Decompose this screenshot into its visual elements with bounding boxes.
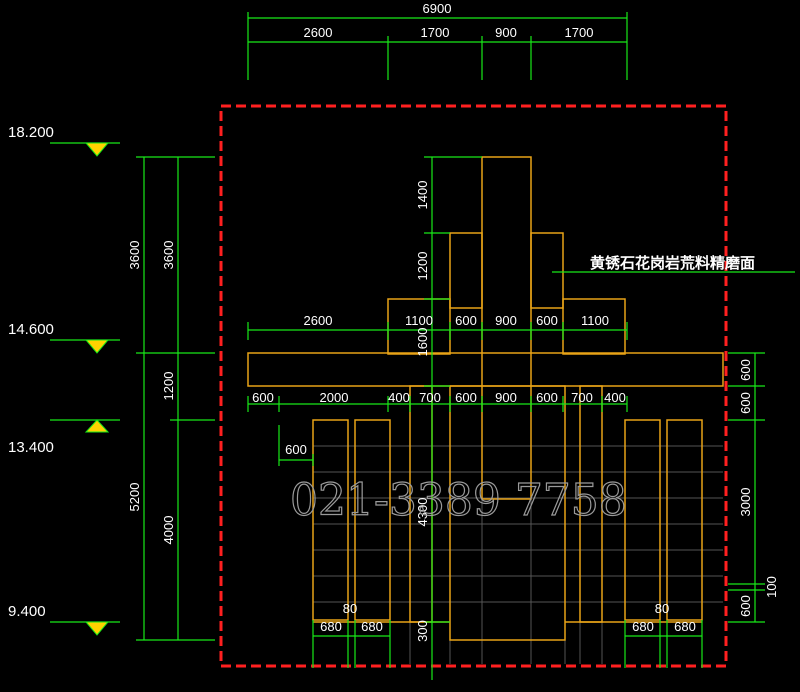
level-label: 18.200 [8, 124, 54, 141]
top-dim: 900 [495, 25, 517, 40]
lower-dim: 2000 [320, 390, 349, 405]
main-beam [247, 352, 724, 387]
upper-dim: 1100 [581, 313, 609, 328]
lower-dim: 600 [252, 390, 274, 405]
level-label: 14.600 [8, 321, 54, 338]
level-marker-2: 14.600 [8, 321, 110, 354]
lower-dim: 600 [536, 390, 558, 405]
red-dashed-frame [219, 104, 728, 668]
level-marker-1: 18.200 [8, 124, 110, 157]
dimension-texts: 6900 2600 1700 900 1700 2600 1100 600 90… [252, 1, 696, 634]
right-dim: 3000 [738, 488, 753, 517]
right-dim: 100 [764, 576, 779, 598]
lower-dim: 400 [604, 390, 626, 405]
top-spire-block [481, 156, 532, 500]
center-dim: 4300 [415, 498, 430, 527]
center-dim: 1400 [415, 181, 430, 210]
right-dim: 600 [738, 595, 753, 617]
upper-step-left [449, 232, 483, 309]
upper-dim: 600 [455, 313, 477, 328]
top-dim: 2600 [304, 25, 333, 40]
left-inner-dim: 4000 [161, 516, 176, 545]
bottom-gap-dim: 80 [343, 601, 357, 616]
top-dim: 1700 [565, 25, 594, 40]
lower-dim: 400 [388, 390, 410, 405]
bottom-dim: 680 [361, 619, 383, 634]
pillar-right-inner [624, 419, 661, 621]
top-overall-dim: 6900 [423, 1, 452, 16]
bottom-dim: 680 [632, 619, 654, 634]
level-marker-4: 9.400 [8, 603, 110, 636]
pillar-left-outer [312, 419, 349, 621]
lower-dim: 900 [495, 390, 517, 405]
small-dim: 600 [285, 442, 307, 457]
top-dim: 1700 [421, 25, 450, 40]
bottom-dim: 680 [674, 619, 696, 634]
monument-outline [247, 156, 724, 641]
vertical-dimension-texts: 3600 5200 3600 1200 4000 1400 1200 1600 … [127, 181, 779, 642]
upper-dim: 900 [495, 313, 517, 328]
left-outer-dim: 5200 [127, 483, 142, 512]
lower-dim: 700 [571, 390, 593, 405]
right-dim: 600 [738, 392, 753, 414]
pillar-right-outer [666, 419, 703, 621]
level-label: 13.400 [8, 439, 54, 456]
bottom-dim: 680 [320, 619, 342, 634]
level-label: 9.400 [8, 603, 46, 620]
upper-dim: 1100 [405, 313, 433, 328]
center-dim: 1600 [415, 328, 430, 357]
left-inner-dim: 1200 [161, 372, 176, 401]
upper-dim: 600 [536, 313, 558, 328]
lower-dim: 600 [455, 390, 477, 405]
left-outer-dim: 3600 [127, 241, 142, 270]
center-dim: 1200 [415, 252, 430, 281]
center-bottom-dim: 300 [415, 620, 430, 642]
pillar-left-inner [354, 419, 391, 621]
bottom-gap-dim: 80 [655, 601, 669, 616]
lower-dim: 700 [419, 390, 441, 405]
base-center-block [449, 385, 566, 641]
level-markers: 18.200 14.600 13.400 9.400 [8, 124, 110, 636]
upper-dim: 2600 [304, 313, 333, 328]
left-inner-dim: 3600 [161, 241, 176, 270]
upper-step-right [530, 232, 564, 309]
material-annotation: 黄锈石花岗岩荒料精磨面 [590, 254, 755, 272]
phone-watermark: 021-3389 7758 [290, 475, 627, 526]
dimension-lines [50, 12, 795, 680]
level-marker-3: 13.400 [8, 419, 110, 456]
right-dim: 600 [738, 359, 753, 381]
